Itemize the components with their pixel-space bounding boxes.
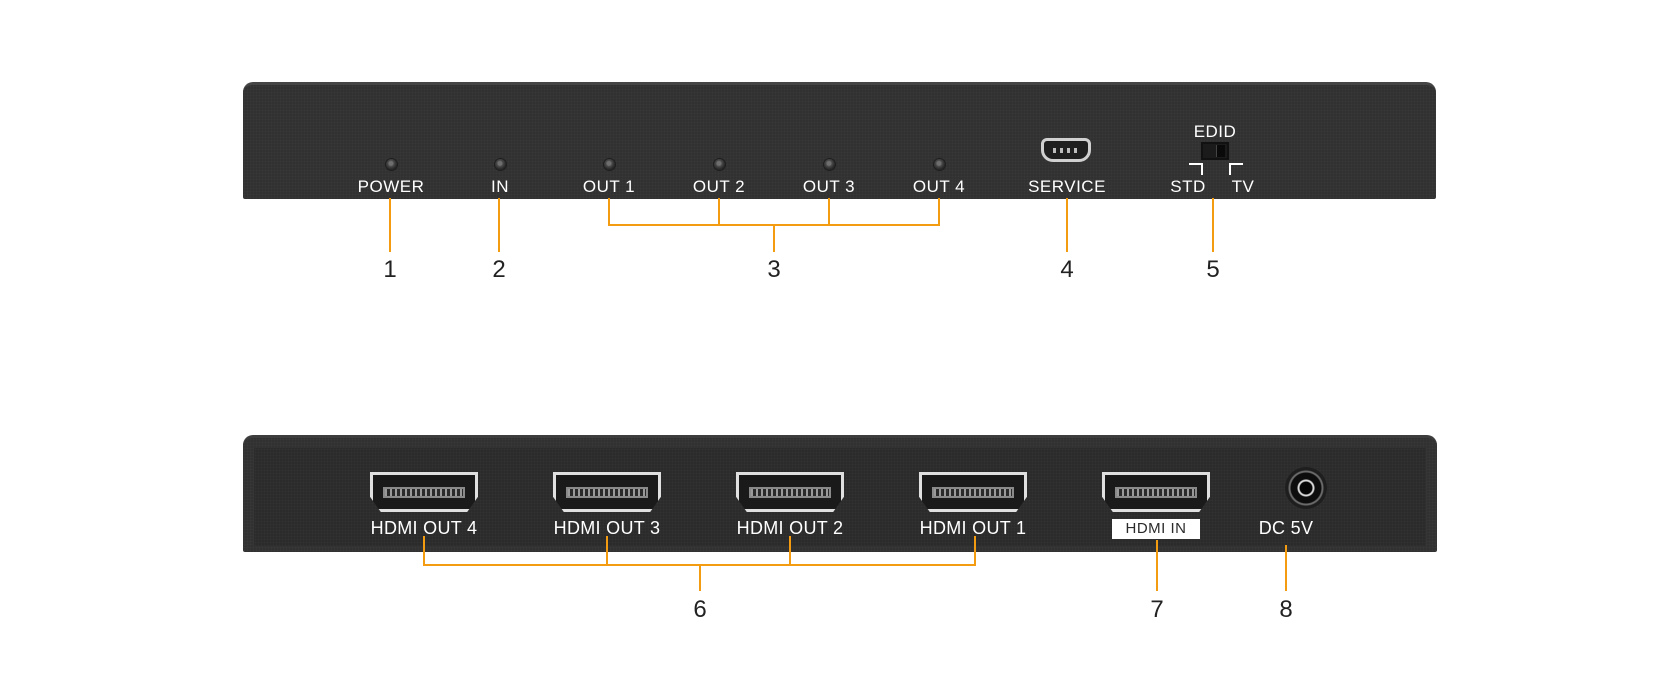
callout-number-3: 3 xyxy=(767,256,781,283)
edid-switch xyxy=(1201,142,1229,160)
callout-bracket-6 xyxy=(423,536,976,566)
hdmi-out-2-label: HDMI OUT 2 xyxy=(736,518,844,538)
edid-switch-knob xyxy=(1216,145,1225,157)
hdmi-out-2-port xyxy=(736,472,844,512)
callout-number-5: 5 xyxy=(1206,256,1220,283)
front-panel-body xyxy=(243,82,1436,199)
edid-title: EDID xyxy=(1193,122,1237,141)
callout-number-8: 8 xyxy=(1279,596,1293,623)
out2-label: OUT 2 xyxy=(692,177,746,196)
front-panel: POWER IN OUT 1 OUT 2 OUT 3 OUT 4 SERVICE… xyxy=(243,82,1436,199)
out1-led xyxy=(604,159,615,170)
hdmi-out-4-label: HDMI OUT 4 xyxy=(370,518,478,538)
callout-number-7: 7 xyxy=(1150,596,1164,623)
callout-number-1: 1 xyxy=(383,256,397,283)
hdmi-out-3-port xyxy=(553,472,661,512)
rear-panel: HDMI OUT 4 HDMI OUT 3 HDMI OUT 2 HDMI OU… xyxy=(243,435,1437,552)
mini-usb-service-port xyxy=(1041,138,1091,162)
hdmi-pins xyxy=(749,487,831,498)
hdmi-pins xyxy=(1115,487,1197,498)
callout-bracket-3 xyxy=(608,198,940,226)
hdmi-in-port xyxy=(1102,472,1210,512)
power-led xyxy=(386,159,397,170)
hdmi-out-4-port xyxy=(370,472,478,512)
edid-std-label: STD xyxy=(1170,177,1206,196)
out2-led xyxy=(714,159,725,170)
edid-tv-bracket xyxy=(1229,163,1243,175)
service-label: SERVICE xyxy=(1028,177,1106,196)
out4-led xyxy=(934,159,945,170)
callout-number-4: 4 xyxy=(1060,256,1074,283)
in-label: IN xyxy=(491,177,509,196)
hdmi-out-1-label: HDMI OUT 1 xyxy=(919,518,1027,538)
usb-pins xyxy=(1053,148,1079,153)
hdmi-in-label: HDMI IN xyxy=(1112,519,1200,539)
callout-number-2: 2 xyxy=(492,256,506,283)
callout-number-6: 6 xyxy=(693,596,707,623)
dc-5v-label: DC 5V xyxy=(1258,518,1314,538)
hdmi-pins xyxy=(383,487,465,498)
edid-std-bracket xyxy=(1189,163,1203,175)
out3-led xyxy=(824,159,835,170)
hdmi-pins xyxy=(566,487,648,498)
out1-label: OUT 1 xyxy=(582,177,636,196)
power-label: POWER xyxy=(357,177,425,196)
edid-tv-label: TV xyxy=(1231,177,1255,196)
hdmi-pins xyxy=(932,487,1014,498)
hdmi-out-1-port xyxy=(919,472,1027,512)
in-led xyxy=(495,159,506,170)
hdmi-out-3-label: HDMI OUT 3 xyxy=(553,518,661,538)
dc-power-jack xyxy=(1285,467,1327,509)
out3-label: OUT 3 xyxy=(802,177,856,196)
out4-label: OUT 4 xyxy=(912,177,966,196)
